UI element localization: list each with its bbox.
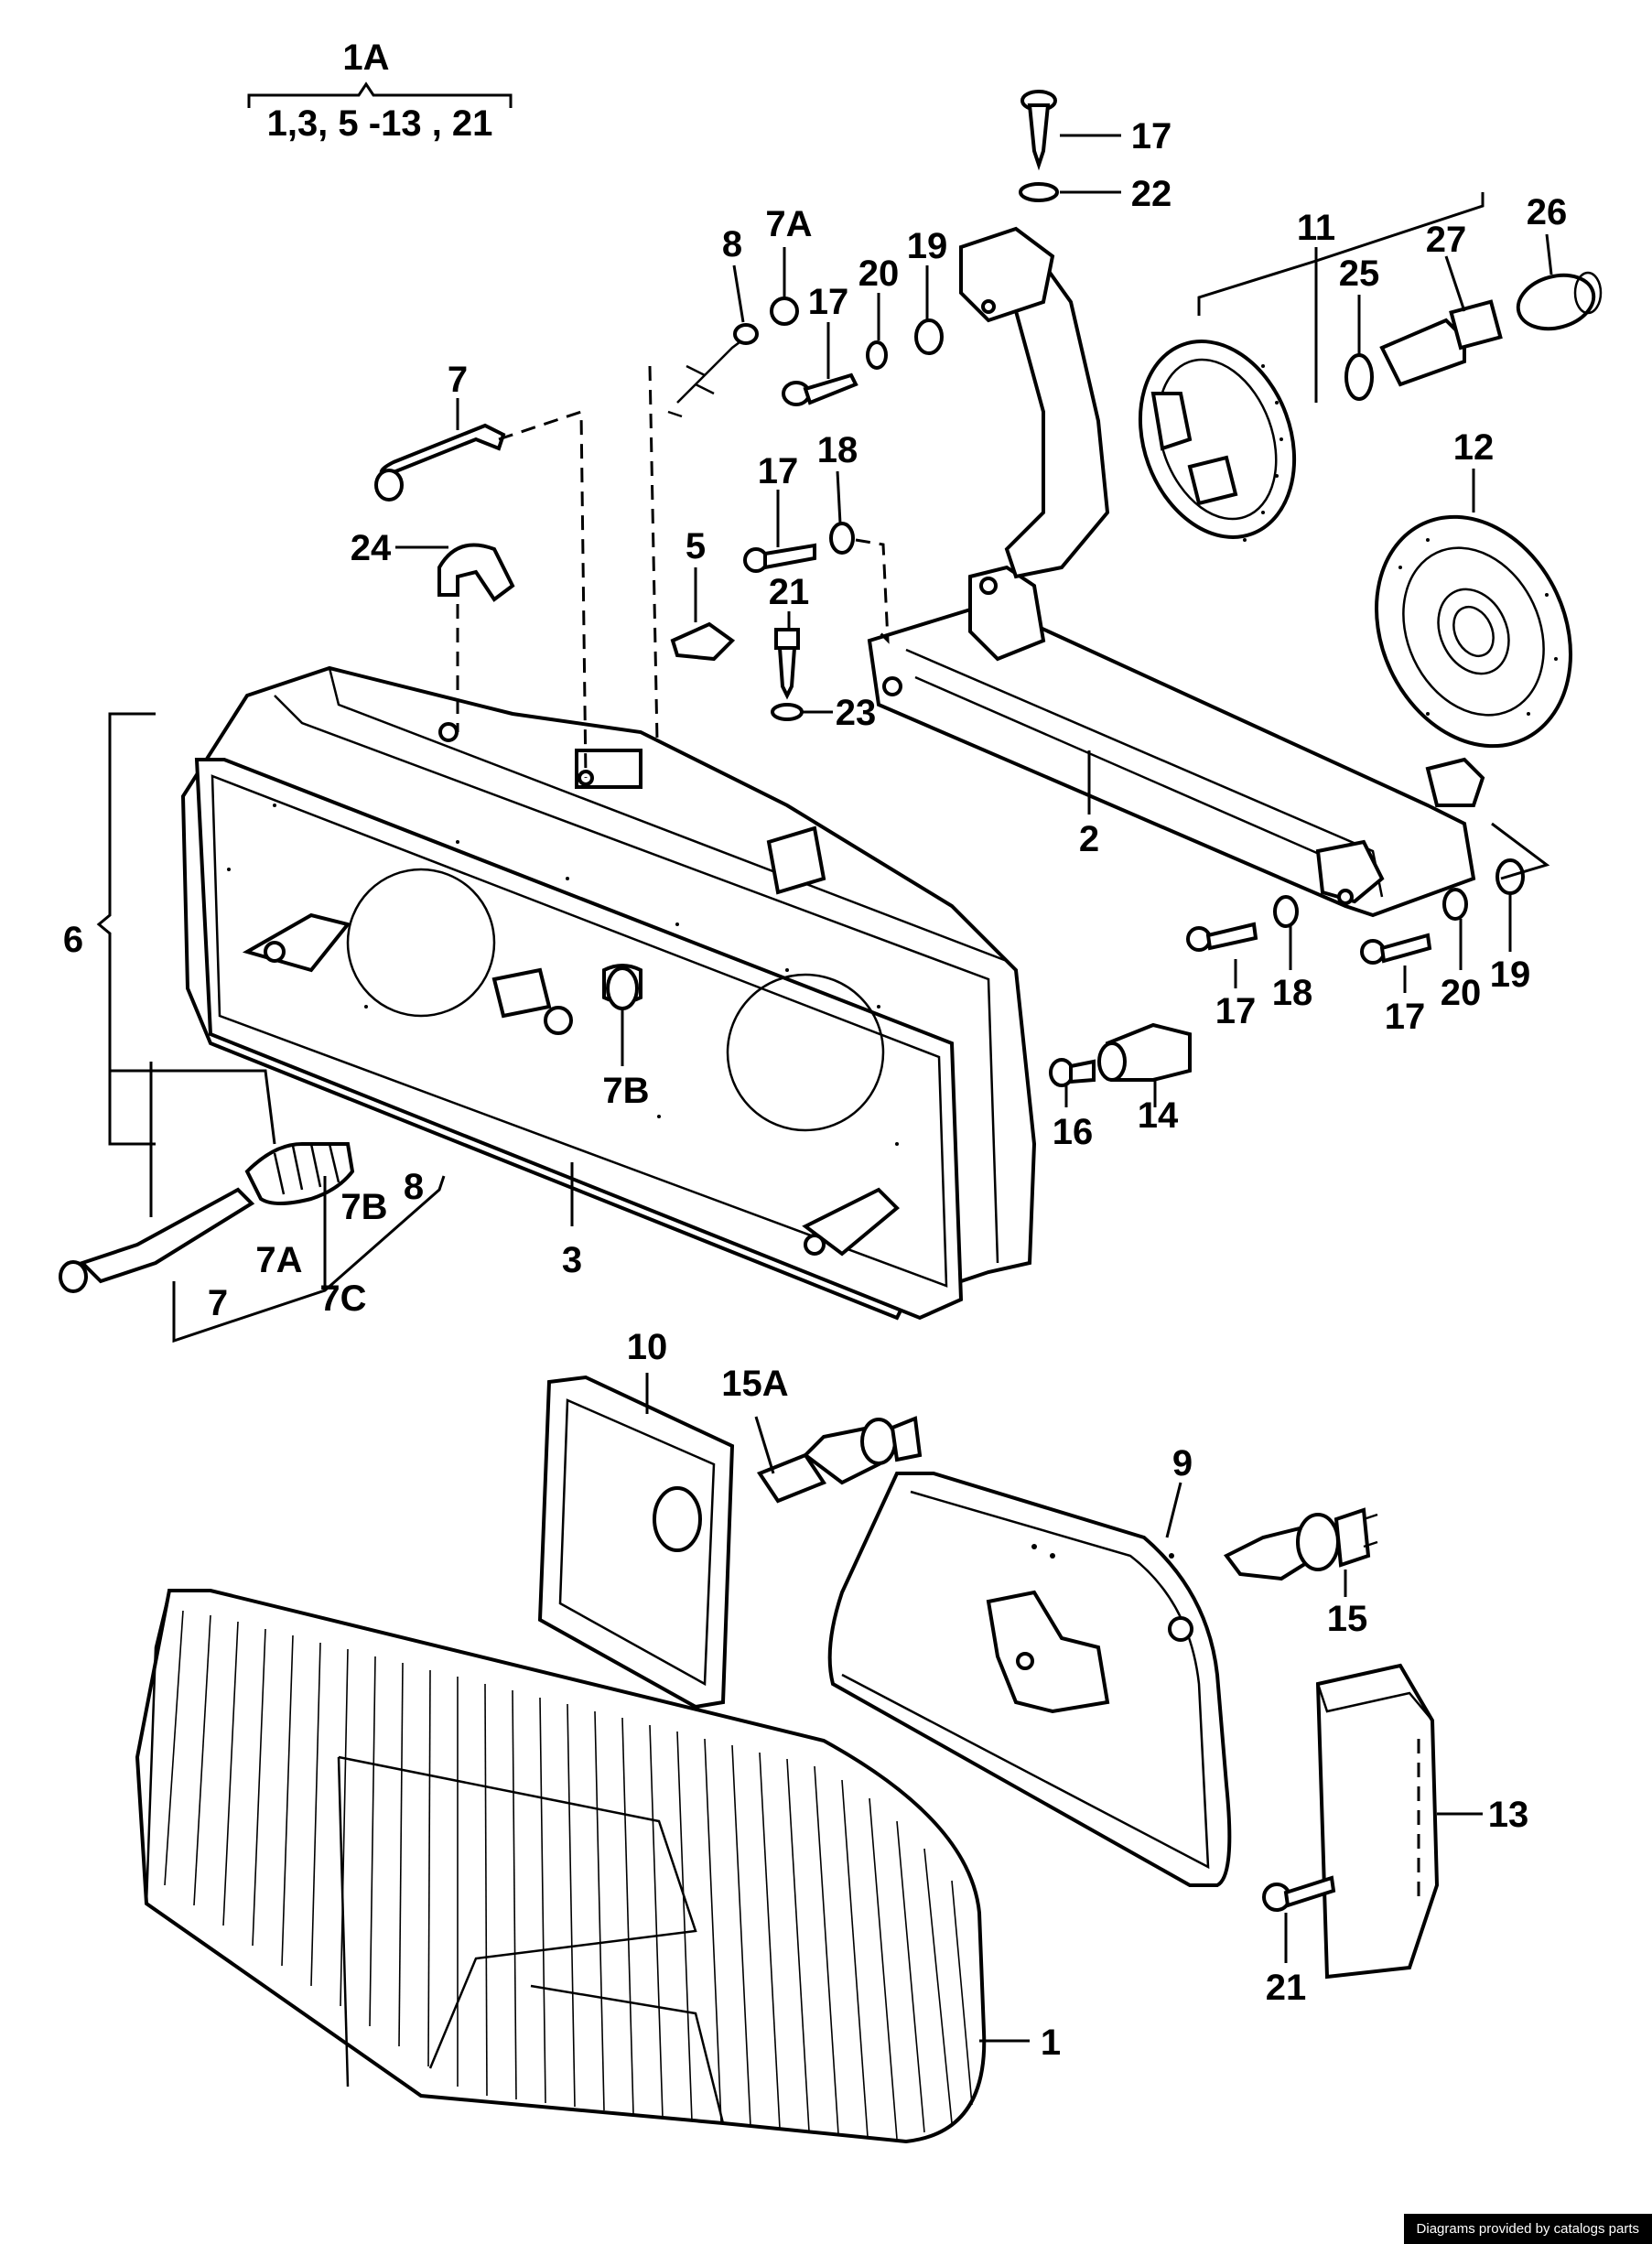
group-brace [247, 81, 513, 108]
callout-17-top: 17 [1131, 116, 1172, 156]
callout-24: 24 [351, 528, 392, 568]
part-2-mounting-bracket [867, 226, 1485, 918]
callout-7a-low: 7A [255, 1240, 302, 1280]
callout-11: 11 [1297, 208, 1335, 248]
callout-10: 10 [627, 1327, 668, 1367]
callout-labels: 17 22 26 11 25 27 8 7A 20 19 17 7 18 17 … [63, 116, 1567, 2063]
callout-13: 13 [1488, 1795, 1529, 1835]
callout-20-r: 20 [1441, 973, 1482, 1013]
callout-9: 9 [1172, 1443, 1193, 1483]
callout-3: 3 [562, 1240, 582, 1280]
callout-17-r1: 17 [1215, 991, 1257, 1031]
callout-20-top: 20 [858, 254, 900, 294]
part-12-reflector [1375, 514, 1572, 749]
callout-21-top: 21 [769, 572, 810, 612]
callout-6: 6 [63, 920, 83, 960]
callout-21-low: 21 [1266, 1968, 1307, 2008]
part-15-bulb [1223, 1507, 1378, 1581]
callout-7a-top: 7A [765, 204, 812, 244]
callout-22: 22 [1131, 174, 1172, 214]
callout-14: 14 [1138, 1095, 1179, 1136]
callout-17-mid2: 17 [758, 451, 799, 491]
callout-18-top: 18 [817, 430, 858, 470]
callout-19-top: 19 [907, 226, 948, 266]
callout-27: 27 [1426, 220, 1467, 260]
callout-18-r: 18 [1272, 973, 1313, 1013]
callout-5: 5 [686, 526, 706, 566]
callout-19-r: 19 [1490, 955, 1531, 995]
callout-17-mid: 17 [808, 282, 849, 322]
credit-banner: Diagrams provided by catalogs parts [1403, 2214, 1652, 2244]
group-members: 1,3, 5 -13 , 21 [267, 103, 493, 144]
part-13-side-marker [1315, 1663, 1440, 1980]
part-25-27-26-bulb-assembly [1344, 271, 1603, 401]
callout-25: 25 [1339, 254, 1380, 294]
callout-7b-low: 7B [340, 1187, 387, 1227]
part-9-headlight-unit [827, 1472, 1232, 1887]
callout-8-top: 8 [722, 224, 742, 264]
callout-7b-mid: 7B [602, 1071, 649, 1111]
group-header: 1A 1,3, 5 -13 , 21 [247, 38, 513, 144]
callout-8-low: 8 [404, 1167, 424, 1207]
leader-lines [96, 134, 1553, 2043]
callout-23: 23 [836, 693, 877, 733]
part-11-bulb-housing [1138, 340, 1297, 542]
callout-7-top: 7 [448, 360, 468, 400]
callout-16: 16 [1053, 1112, 1094, 1152]
callout-26: 26 [1527, 192, 1568, 232]
part-1-headlight-lens [135, 1589, 987, 2144]
callout-15a: 15A [721, 1364, 788, 1404]
callout-7c: 7C [319, 1278, 366, 1319]
callout-1: 1 [1041, 2023, 1061, 2063]
part-15a-bulb [756, 1416, 923, 1504]
callout-2: 2 [1079, 819, 1099, 859]
group-label: 1A [342, 38, 389, 78]
part-10-reflector [537, 1375, 735, 1710]
callout-17-r2: 17 [1385, 997, 1426, 1037]
callout-15: 15 [1327, 1599, 1368, 1639]
callout-7-low: 7 [208, 1283, 228, 1323]
callout-12: 12 [1453, 427, 1495, 468]
